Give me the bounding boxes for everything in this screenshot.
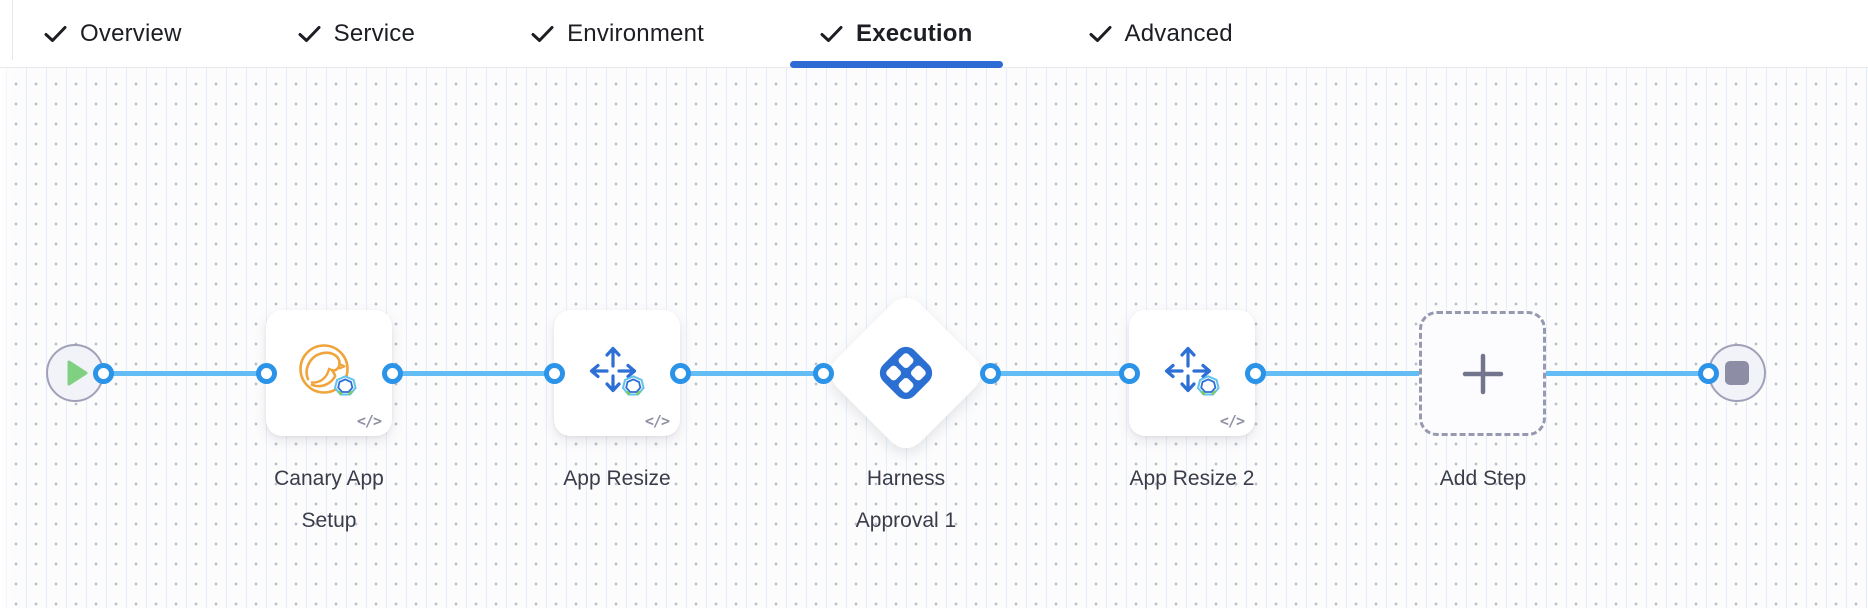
tab-overview[interactable]: Overview (14, 0, 212, 67)
tab-service[interactable]: Service (268, 0, 445, 67)
code-badge[interactable]: </> (644, 412, 670, 430)
connector-port[interactable] (92, 362, 114, 384)
code-badge[interactable]: </> (356, 412, 382, 430)
connector-port[interactable] (255, 362, 277, 384)
connector-port[interactable] (1697, 362, 1719, 384)
tab-label: Overview (80, 19, 182, 47)
canvas-left-fade (0, 68, 14, 608)
step-label: Canary App Setup (274, 467, 384, 532)
step-label: Harness Approval 1 (855, 467, 957, 532)
tab-label: Advanced (1124, 19, 1233, 47)
step-harness-approval[interactable] (822, 289, 990, 457)
check-icon (531, 25, 554, 42)
step-label: App Resize 2 (1129, 467, 1255, 490)
code-badge[interactable]: </> (1219, 412, 1245, 430)
runtime-hexagon-badge (333, 375, 357, 396)
connector-port[interactable] (1244, 362, 1266, 384)
stop-icon (1725, 361, 1749, 385)
canary-app-setup-icon (299, 344, 357, 396)
tab-label: Execution (856, 19, 973, 47)
check-icon (1089, 25, 1111, 42)
step-app-resize-2[interactable]: </> (1129, 310, 1255, 436)
step-label: App Resize (563, 467, 671, 490)
check-icon (298, 25, 321, 42)
tab-label: Environment (567, 19, 704, 47)
check-icon (44, 25, 67, 42)
connector-port[interactable] (812, 362, 834, 384)
tabbar-left-divider (12, 0, 13, 60)
harness-approval-icon (879, 346, 933, 400)
resize-arrows-icon (589, 346, 645, 396)
connector-port[interactable] (381, 362, 403, 384)
connector-port[interactable] (1118, 362, 1140, 384)
config-tabbar: Overview Service Environment Execution A… (0, 0, 1868, 68)
resize-arrows-icon (1164, 346, 1220, 396)
step-app-resize[interactable]: </> (554, 310, 680, 436)
step-label: Add Step (1439, 467, 1527, 490)
add-step-button[interactable] (1419, 311, 1546, 436)
tab-label: Service (333, 19, 416, 47)
check-icon (820, 25, 843, 42)
tab-execution[interactable]: Execution (790, 0, 1003, 68)
connector-port[interactable] (979, 362, 1001, 384)
runtime-hexagon-badge (621, 375, 645, 396)
step-canary-app-setup[interactable]: </> (266, 310, 392, 436)
plus-icon (1462, 353, 1503, 394)
tab-advanced[interactable]: Advanced (1059, 0, 1263, 67)
runtime-hexagon-badge (1196, 375, 1220, 396)
pipeline-start-node[interactable] (46, 344, 104, 402)
connector-port[interactable] (669, 362, 691, 384)
connector-port[interactable] (543, 362, 565, 384)
play-icon (67, 360, 87, 386)
pipeline-canvas[interactable]: </> </> (0, 68, 1868, 608)
tab-environment[interactable]: Environment (501, 0, 734, 67)
